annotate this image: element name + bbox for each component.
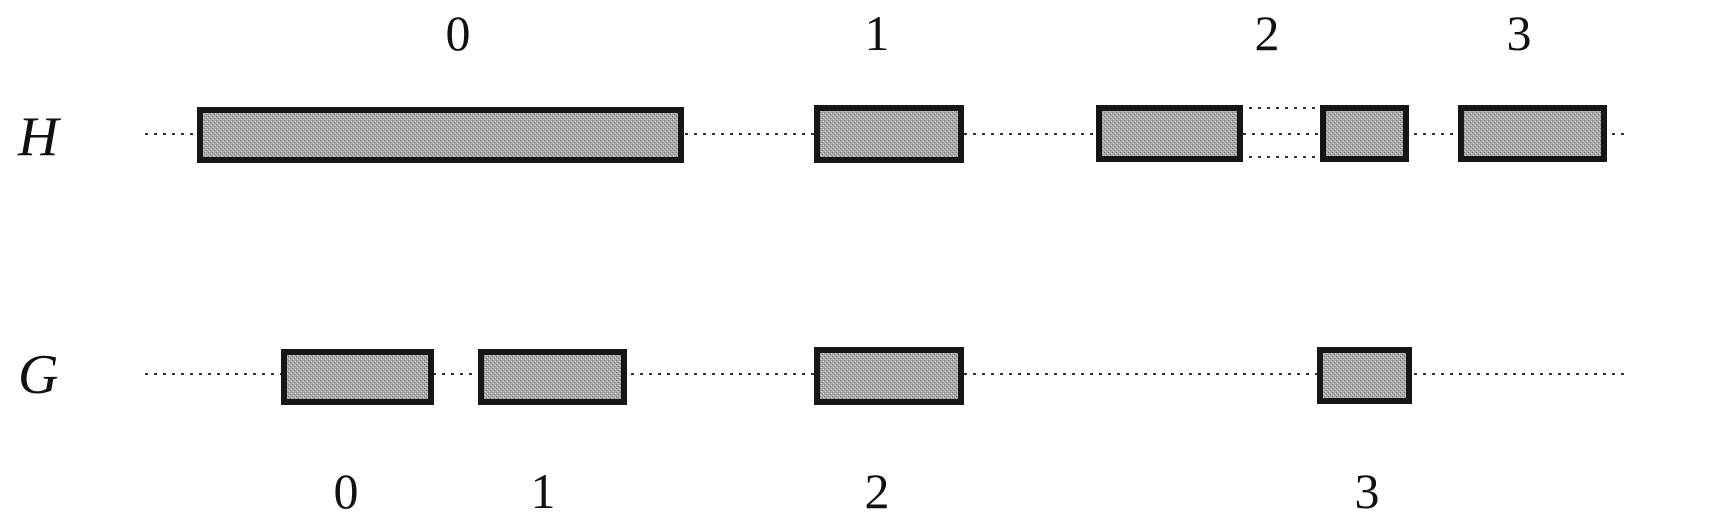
h-exon-label-3: 3 xyxy=(1507,5,1532,61)
h-exon-label-2: 2 xyxy=(1255,5,1280,61)
h-exon-1-block xyxy=(814,105,964,163)
g-exon-label-1: 1 xyxy=(531,463,556,519)
h-exon-2b-block xyxy=(1320,105,1409,162)
g-exon-label-0: 0 xyxy=(334,463,359,519)
g-exon-0-block xyxy=(281,349,434,405)
h-exon-label-1: 1 xyxy=(865,5,890,61)
g-exon-1-block xyxy=(478,349,627,405)
h-exon-0-block xyxy=(197,107,684,163)
g-exon-2-block xyxy=(814,347,964,405)
h-exon-label-0: 0 xyxy=(446,5,471,61)
h-exon-3-block xyxy=(1458,105,1607,162)
row-label-h: H xyxy=(17,106,61,168)
h-exon-2a-block xyxy=(1096,105,1243,162)
row-label-g: G xyxy=(18,344,58,406)
g-exon-label-3: 3 xyxy=(1355,463,1380,519)
g-exon-label-2: 2 xyxy=(865,463,890,519)
g-exon-3-block xyxy=(1317,347,1412,404)
